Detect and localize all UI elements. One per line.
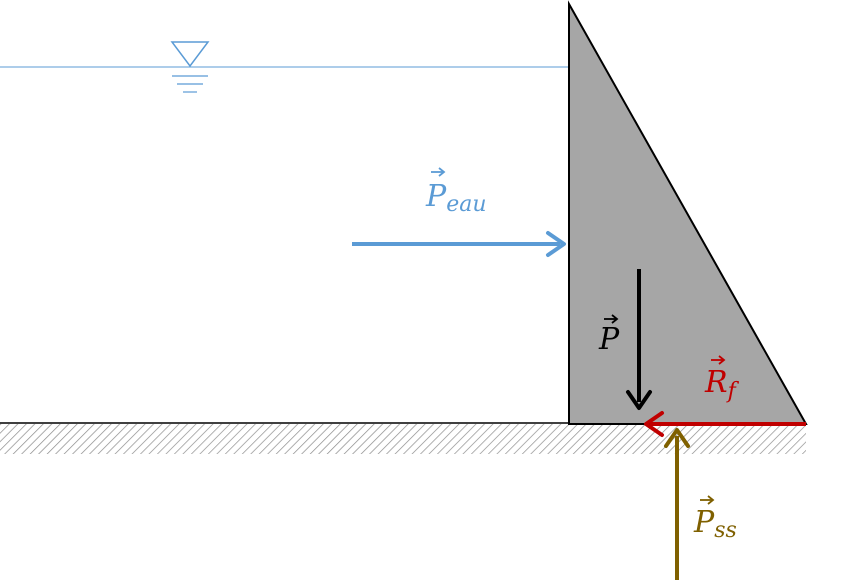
label-p-eau: Peau — [425, 167, 487, 217]
label-p: P — [598, 314, 620, 357]
water-pressure-arrow — [352, 231, 566, 257]
svg-text:Peau: Peau — [425, 179, 487, 217]
svg-text:Pss: Pss — [693, 505, 737, 543]
uplift-arrow — [664, 428, 690, 580]
water-level-triangle-icon — [170, 41, 210, 93]
weight-arrow — [626, 269, 652, 410]
svg-text:P: P — [598, 322, 620, 357]
friction-arrow — [644, 411, 806, 437]
dam-triangle — [568, 0, 808, 425]
label-p-ss: Pss — [693, 495, 737, 543]
